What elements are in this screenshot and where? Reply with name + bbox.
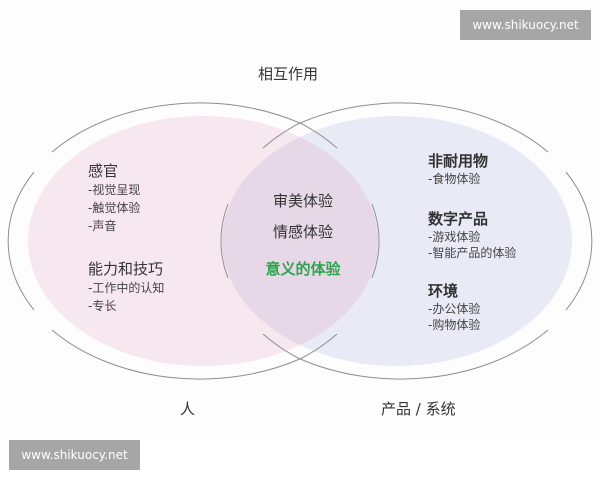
venn-diagram [7,102,593,380]
intersection-fill [222,116,378,366]
left-group-abilities: 能力和技巧 -工作中的认知 -专长 [88,259,164,315]
list-item: -办公体验 [428,302,481,316]
aesthetic-experience: 审美体验 [272,192,333,210]
list-item: -视觉呈现 [88,183,141,197]
group-title: 非耐用物 [428,152,489,170]
watermark-bottom-left: www.shikuocy.net [9,440,140,470]
list-item: -游戏体验 [428,230,481,244]
list-item: -专长 [88,299,117,313]
diagram-canvas: 相互作用 人 产品 / 系统 感官 -视觉呈现 -触觉体验 -声音 能力和技巧 … [7,65,593,418]
list-item: -触觉体验 [88,201,141,215]
group-title: 环境 [428,282,459,300]
list-item: -智能产品的体验 [428,246,517,260]
list-item: -食物体验 [428,172,481,186]
list-item: -声音 [88,219,117,233]
left-outer-ring [7,102,380,380]
group-title: 能力和技巧 [88,260,164,278]
right-group-digital: 数字产品 -游戏体验 -智能产品的体验 [428,209,516,261]
list-item: -工作中的认知 [88,281,165,295]
right-group-environment: 环境 -办公体验 -购物体验 [428,281,480,333]
product-system-label: 产品 / 系统 [381,400,456,418]
interaction-label: 相互作用 [258,65,319,83]
group-title: 感官 [88,162,119,180]
group-title: 数字产品 [428,210,489,228]
list-item: -购物体验 [428,318,481,332]
person-label: 人 [180,400,196,418]
meaningful-experience: 意义的体验 [265,260,341,278]
left-group-senses: 感官 -视觉呈现 -触觉体验 -声音 [88,161,140,235]
watermark-top-right: www.shikuocy.net [460,10,591,40]
right-group-nondurables: 非耐用物 -食物体验 [428,151,488,187]
emotional-experience: 情感体验 [272,223,333,241]
right-outer-ring [220,102,593,380]
